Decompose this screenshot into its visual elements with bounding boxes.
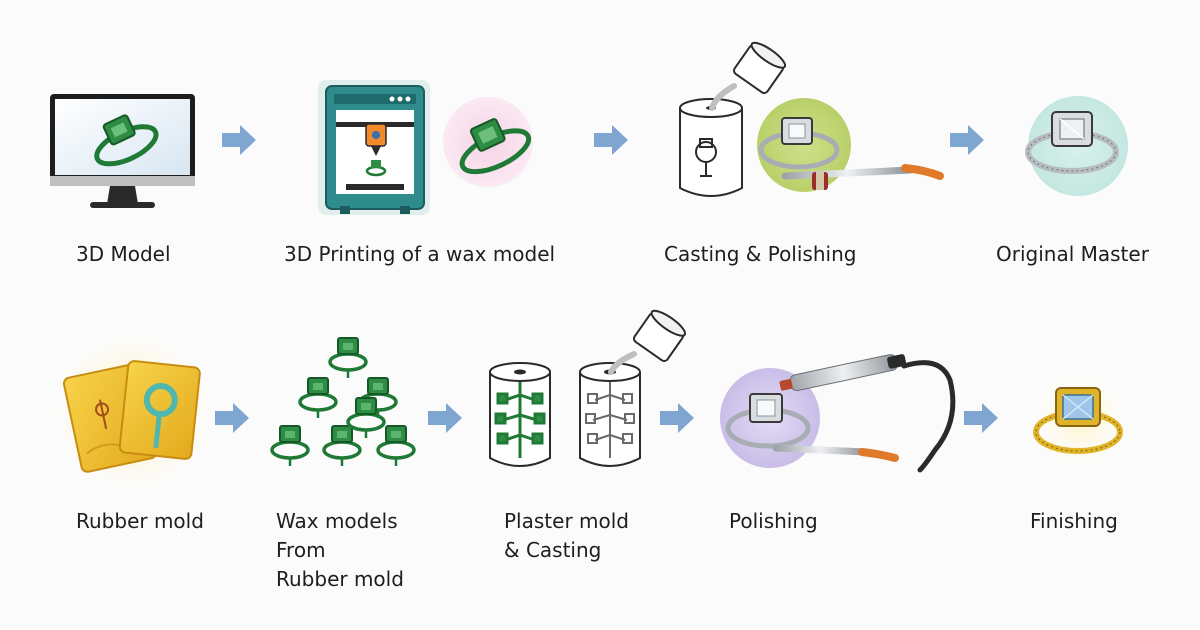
arrow-icon <box>950 125 984 155</box>
arrow-icon <box>215 403 249 433</box>
wax-ring-icon <box>443 97 533 187</box>
step-label-3d-model: 3D Model <box>76 242 171 266</box>
arrow-icon <box>594 125 628 155</box>
pouring-crucible-icon <box>608 309 687 375</box>
step-label-polishing: Polishing <box>729 509 818 533</box>
3d-printer-icon <box>318 80 430 215</box>
polishing-tool-icon <box>720 354 956 473</box>
label-line: Wax models <box>276 509 398 533</box>
casting-cylinder-icon <box>679 98 743 197</box>
label-line: & Casting <box>504 538 602 562</box>
arrow-icon <box>428 403 462 433</box>
step-label-wax-models: Wax models From Rubber mold <box>276 507 404 594</box>
finished-ring-icon <box>1025 365 1135 475</box>
step-label-rubber-mold: Rubber mold <box>76 509 204 533</box>
master-ring-icon <box>1025 96 1128 196</box>
arrow-icon <box>660 403 694 433</box>
arrow-icon <box>964 403 998 433</box>
label-line: From <box>276 538 326 562</box>
step-label-plaster-mold: Plaster mold & Casting <box>504 507 629 565</box>
label-line: Rubber mold <box>276 567 404 591</box>
step-label-casting-polishing: Casting & Polishing <box>664 242 857 266</box>
step-label-finishing: Finishing <box>1030 509 1118 533</box>
rubber-mold-icon <box>47 327 217 497</box>
label-line: Plaster mold <box>504 509 629 533</box>
arrow-icon <box>222 125 256 155</box>
polishing-ring-icon <box>757 98 944 192</box>
plaster-mold-icon <box>489 362 551 467</box>
step-label-3d-printing: 3D Printing of a wax model <box>284 242 556 266</box>
step-label-original-master: Original Master <box>996 242 1149 266</box>
pouring-crucible-icon <box>709 41 787 111</box>
casting-cylinder-icon <box>579 362 641 467</box>
monitor-icon <box>50 94 195 208</box>
wax-models-icon <box>270 336 416 468</box>
